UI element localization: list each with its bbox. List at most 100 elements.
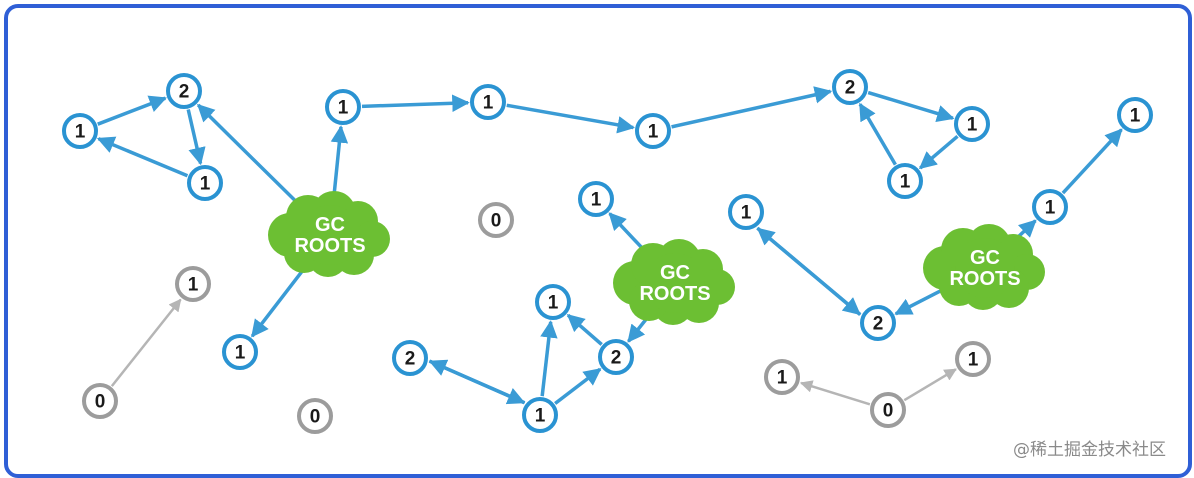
watermark: @稀土掘金技术社区: [1013, 440, 1166, 460]
reference-count-label: 1: [535, 406, 546, 427]
reference-count-label: 2: [873, 314, 884, 335]
gc-roots-label-line2: ROOTS: [949, 268, 1020, 290]
reference-count-label: 2: [845, 78, 856, 99]
unreachable-object-node: 1: [955, 341, 991, 377]
unreachable-object-node: 0: [478, 202, 514, 238]
unreachable-object-node: 0: [870, 392, 906, 428]
node-circle: [870, 392, 906, 428]
gc-roots-label-line2: ROOTS: [639, 283, 710, 305]
reference-arrow-f3-to-f4: [428, 359, 526, 405]
reachable-object-node: 1: [535, 284, 571, 320]
node-circle: [175, 266, 211, 302]
node-circle: [470, 84, 506, 120]
reference-count-label: 1: [188, 275, 199, 296]
reference-arrow-c1-to-c2: [867, 90, 955, 122]
reference-arrow-r1-to-b1: [330, 125, 349, 196]
reachable-object-node: 1: [187, 165, 223, 201]
node-circle: [860, 305, 896, 341]
reference-count-label: 1: [591, 190, 602, 211]
reference-arrow-a2-to-a3: [186, 109, 206, 166]
node-circle: [887, 163, 923, 199]
reference-arrow-f2-to-f1: [566, 313, 603, 346]
reference-arrow-b2-to-b3: [506, 103, 636, 134]
node-circle: [392, 340, 428, 376]
reference-arrow-a3-to-a1: [96, 136, 189, 178]
unreachable-object-node: 1: [764, 359, 800, 395]
reference-arrow-g1-to-g2: [756, 226, 861, 316]
reference-count-label: 1: [1130, 106, 1141, 127]
reference-count-label: 1: [967, 115, 978, 136]
gc-roots-label-line1: GC: [660, 262, 690, 284]
reachable-object-node: 1: [954, 106, 990, 142]
cloud-puff: [300, 205, 360, 265]
node-circle: [62, 113, 98, 149]
reference-count-label: 0: [95, 392, 106, 413]
reference-count-label: 2: [611, 348, 622, 369]
reachable-object-node: 1: [1117, 97, 1153, 133]
reference-count-label: 1: [900, 172, 911, 193]
reference-arrow-b3-to-c1: [671, 86, 833, 129]
node-circle: [598, 339, 634, 375]
reference-arrow-a1-to-a2: [97, 95, 167, 126]
reference-count-label: 2: [179, 82, 190, 103]
reference-arrow-u1-to-u2: [110, 298, 182, 387]
node-circle: [954, 106, 990, 142]
reference-count-label: 1: [483, 93, 494, 114]
reference-count-label: 1: [648, 122, 659, 143]
reference-count-label: 0: [491, 211, 502, 232]
reference-count-label: 1: [777, 368, 788, 389]
node-circle: [578, 181, 614, 217]
reference-count-label: 2: [405, 349, 416, 370]
edges-layer: [96, 86, 1123, 406]
reference-count-label: 1: [741, 203, 752, 224]
node-circle: [535, 284, 571, 320]
reference-arrow-b1-to-b2: [361, 94, 470, 112]
reference-arrow-h1-to-h2: [1061, 128, 1123, 195]
reachable-object-node: 2: [860, 305, 896, 341]
reachable-object-node: 1: [578, 181, 614, 217]
cloud-puff: [645, 253, 705, 313]
node-circle: [478, 202, 514, 238]
reference-count-label: 0: [310, 407, 321, 428]
reference-arrow-c3-to-c1: [858, 102, 897, 166]
reference-count-label: 1: [200, 174, 211, 195]
node-circle: [297, 398, 333, 434]
gc-roots-label-line1: GC: [315, 214, 345, 236]
unreachable-object-node: 1: [175, 266, 211, 302]
reference-arrow-u5-to-u7: [903, 368, 957, 402]
reachable-object-node: 2: [598, 339, 634, 375]
reference-arrow-f3-to-f1: [540, 320, 558, 397]
reference-arrow-f3-to-f2: [554, 367, 602, 405]
reference-arrow-u5-to-u6: [799, 380, 871, 406]
reachable-object-node: 1: [1032, 189, 1068, 225]
node-circle: [522, 397, 558, 433]
unreachable-object-node: 0: [297, 398, 333, 434]
reachable-object-node: 1: [887, 163, 923, 199]
node-circle: [832, 69, 868, 105]
cloud-puff: [955, 238, 1015, 298]
node-circle: [1117, 97, 1153, 133]
reachable-object-node: 1: [222, 334, 258, 370]
node-circle: [166, 73, 202, 109]
reference-count-label: 1: [548, 293, 559, 314]
node-circle: [82, 383, 118, 419]
node-circle: [764, 359, 800, 395]
reachable-object-node: 1: [325, 89, 361, 125]
reference-count-label: 1: [968, 350, 979, 371]
node-circle: [325, 89, 361, 125]
node-circle: [1032, 189, 1068, 225]
reachable-object-node: 1: [522, 397, 558, 433]
node-circle: [728, 194, 764, 230]
reference-count-label: 1: [1045, 198, 1056, 219]
node-circle: [635, 113, 671, 149]
node-circle: [222, 334, 258, 370]
node-circle: [187, 165, 223, 201]
gc-roots-label-line1: GC: [970, 247, 1000, 269]
reference-arrow-c2-to-c3: [918, 134, 959, 170]
